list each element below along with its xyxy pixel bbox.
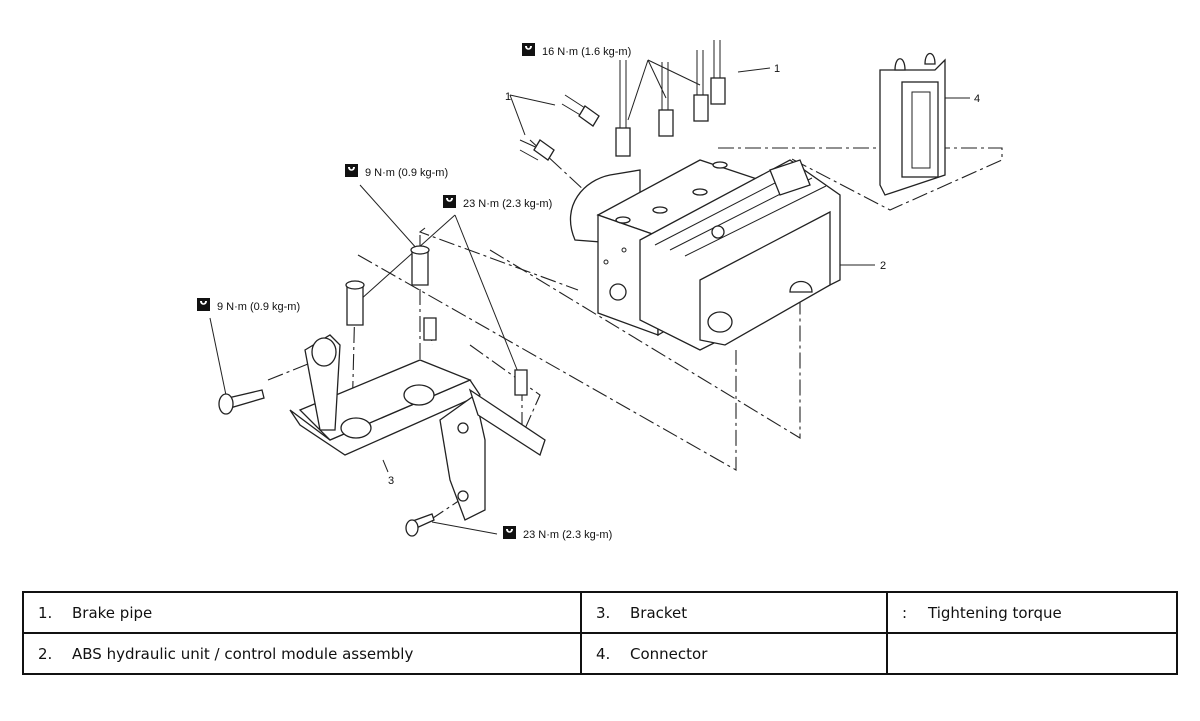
torque-wrench-icon (522, 43, 535, 56)
torque-label-top: 16 N·m (1.6 kg-m) (522, 43, 631, 58)
legend-number: 2. (38, 644, 53, 663)
callout-4: 4 (974, 93, 980, 105)
callout-1: 1 (505, 91, 511, 103)
torque-value: 9 N·m (0.9 kg-m) (365, 167, 448, 179)
torque-label-bottom-bolt: 23 N·m (2.3 kg-m) (503, 526, 612, 541)
abs-hydraulic-unit (569, 159, 841, 351)
legend-cell: 3. Bracket (580, 591, 888, 634)
legend-text: ABS hydraulic unit / control module asse… (72, 644, 414, 663)
callout-2: 2 (880, 260, 886, 272)
bracket (289, 334, 546, 521)
torque-wrench-icon (443, 195, 456, 208)
legend-text: Connector (630, 644, 708, 663)
legend-text: Bracket (630, 603, 688, 622)
legend-number: : (902, 603, 908, 622)
connector (879, 52, 946, 196)
legend-cell: 4. Connector (580, 632, 888, 675)
legend-cell: : Tightening torque (886, 591, 1178, 634)
torque-wrench-icon (345, 164, 358, 177)
callout-1: 1 (774, 63, 780, 75)
legend-cell: 1. Brake pipe (22, 591, 582, 634)
legend-row: 1. Brake pipe 3. Bracket : Tightening torqu… (22, 591, 1178, 634)
legend-text: Brake pipe (72, 603, 153, 622)
torque-value: 23 N·m (2.3 kg-m) (463, 198, 552, 210)
legend-number: 4. (596, 644, 611, 663)
torque-value: 9 N·m (0.9 kg-m) (217, 301, 300, 313)
legend-number: 3. (596, 603, 611, 622)
torque-wrench-icon (503, 526, 516, 539)
legend-table: 1. Brake pipe 3. Bracket : Tightening torqu… (22, 591, 1178, 675)
legend-number: 1. (38, 603, 53, 622)
legend-text: Tightening torque (928, 603, 1062, 622)
torque-label-side-bolt: 9 N·m (0.9 kg-m) (197, 298, 300, 313)
brake-pipes (519, 40, 726, 161)
legend-row: 2. ABS hydraulic unit / control module as… (22, 632, 1178, 675)
exploded-diagram: 16 N·m (1.6 kg-m) 9 N·m (0.9 kg-m) 23 N·… (197, 40, 1003, 541)
torque-value: 23 N·m (2.3 kg-m) (523, 529, 612, 541)
torque-label-upper-bolt: 9 N·m (0.9 kg-m) (345, 164, 448, 179)
bolts (218, 245, 528, 537)
legend-cell (886, 632, 1178, 675)
torque-label-bracket-bolts: 23 N·m (2.3 kg-m) (443, 195, 552, 210)
torque-wrench-icon (197, 298, 210, 311)
torque-value: 16 N·m (1.6 kg-m) (542, 46, 631, 58)
leader-lines (209, 59, 970, 535)
callout-3: 3 (388, 475, 394, 487)
legend-cell: 2. ABS hydraulic unit / control module as… (22, 632, 582, 675)
